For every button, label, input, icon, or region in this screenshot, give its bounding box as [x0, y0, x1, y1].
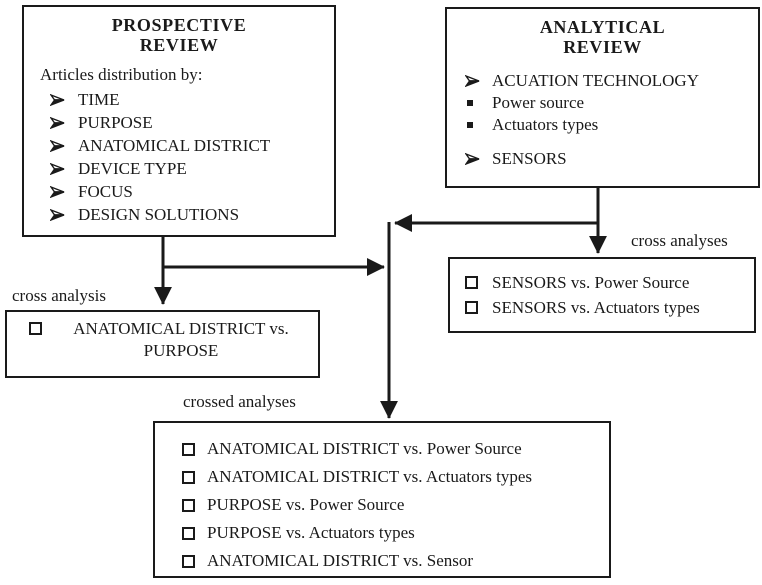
title-line: PROSPECTIVE [111, 15, 247, 35]
list-item-label: DEVICE TYPE [78, 158, 187, 178]
checkbox-bullet-icon [465, 276, 492, 289]
list-item: FOCUS [50, 180, 334, 203]
checkbox-bullet-icon [29, 318, 52, 335]
list-item: ANATOMICAL DISTRICT vs. Actuators types [182, 463, 609, 491]
list-item-label: SENSORS [492, 149, 567, 168]
list-item-label: ACUATION TECHNOLOGY [492, 71, 699, 90]
list-item-label: ANATOMICAL DISTRICT [78, 135, 271, 155]
list-item-label: PURPOSE vs. Power Source [207, 495, 405, 514]
arrow-bullet-icon [50, 185, 78, 198]
analytical-item-list: ACUATION TECHNOLOGY Power source Actuato… [447, 70, 758, 170]
list-item: DEVICE TYPE [50, 157, 334, 180]
title-line: REVIEW [563, 37, 642, 57]
list-item: ANATOMICAL DISTRICT vs. PURPOSE [29, 318, 318, 362]
list-item: ACUATION TECHNOLOGY [465, 70, 758, 92]
list-item-label: Power source [492, 93, 585, 112]
prospective-review-title: PROSPECTIVE REVIEW [24, 15, 334, 55]
list-item: DESIGN SOLUTIONS [50, 203, 334, 226]
list-item: SENSORS vs. Actuators types [465, 295, 754, 320]
arrow-bullet-icon [465, 153, 492, 165]
crossed-analyses-list: ANATOMICAL DISTRICT vs. Power Source ANA… [155, 435, 609, 575]
cross-analyses-box: SENSORS vs. Power Source SENSORS vs. Act… [448, 257, 756, 333]
crossed-analyses-box: ANATOMICAL DISTRICT vs. Power Source ANA… [153, 421, 611, 578]
cross-analyses-list: SENSORS vs. Power Source SENSORS vs. Act… [450, 270, 754, 320]
list-item-label: ANATOMICAL DISTRICT vs. Power Source [207, 439, 522, 458]
arrow-bullet-icon [50, 162, 78, 175]
arrow-bullet-icon [50, 93, 78, 106]
articles-distribution-intro: Articles distribution by: [40, 65, 203, 84]
list-item: ANATOMICAL DISTRICT vs. Sensor [182, 547, 609, 575]
checkbox-bullet-icon [465, 301, 492, 314]
prospective-item-list: TIME PURPOSE ANATOMICAL DISTRICT DEVICE … [24, 88, 334, 226]
list-item-label: Actuators types [492, 115, 599, 134]
title-line: REVIEW [139, 35, 219, 55]
checkbox-bullet-icon [182, 470, 207, 484]
list-item-label: SENSORS vs. Actuators types [492, 297, 700, 317]
cross-analyses-label: cross analyses [631, 231, 728, 250]
list-item: PURPOSE vs. Power Source [182, 491, 609, 519]
list-item: ANATOMICAL DISTRICT vs. Power Source [182, 435, 609, 463]
arrow-bullet-icon [50, 208, 78, 221]
cross-analysis-box: ANATOMICAL DISTRICT vs. PURPOSE [5, 310, 320, 378]
prospective-review-box: PROSPECTIVE REVIEW Articles distribution… [22, 5, 336, 237]
list-item: Power source [465, 92, 758, 114]
title-line: ANALYTICAL [539, 17, 666, 37]
list-item-label: SENSORS vs. Power Source [492, 272, 690, 292]
list-item: ANATOMICAL DISTRICT [50, 134, 334, 157]
crossed-analyses-label: crossed analyses [183, 392, 296, 411]
checkbox-bullet-icon [182, 498, 207, 512]
list-item-label: PURPOSE [78, 112, 153, 132]
list-item-label: PURPOSE vs. Actuators types [207, 523, 415, 542]
list-item: Actuators types [465, 114, 758, 136]
analytical-review-box: ANALYTICAL REVIEW ACUATION TECHNOLOGY Po… [445, 7, 760, 188]
list-item-label: TIME [78, 89, 120, 109]
list-item-label: DESIGN SOLUTIONS [78, 204, 240, 224]
arrow-bullet-icon [465, 75, 492, 87]
list-item-label: ANATOMICAL DISTRICT vs. Sensor [207, 551, 474, 570]
analytical-review-title: ANALYTICAL REVIEW [447, 17, 758, 57]
checkbox-bullet-icon [182, 442, 207, 456]
list-item-label: ANATOMICAL DISTRICT vs. PURPOSE [73, 319, 289, 360]
list-item-label: ANATOMICAL DISTRICT vs. Actuators types [207, 467, 533, 486]
arrow-bullet-icon [50, 139, 78, 152]
checkbox-bullet-icon [182, 526, 207, 540]
square-bullet-icon [465, 122, 492, 128]
cross-analysis-label: cross analysis [12, 286, 106, 305]
checkbox-bullet-icon [182, 554, 207, 568]
arrow-bullet-icon [50, 116, 78, 129]
list-item: SENSORS [465, 148, 758, 170]
list-item: PURPOSE [50, 111, 334, 134]
square-bullet-icon [465, 100, 492, 106]
list-item: PURPOSE vs. Actuators types [182, 519, 609, 547]
list-item: TIME [50, 88, 334, 111]
list-item-label: FOCUS [78, 181, 133, 201]
list-item: SENSORS vs. Power Source [465, 270, 754, 295]
